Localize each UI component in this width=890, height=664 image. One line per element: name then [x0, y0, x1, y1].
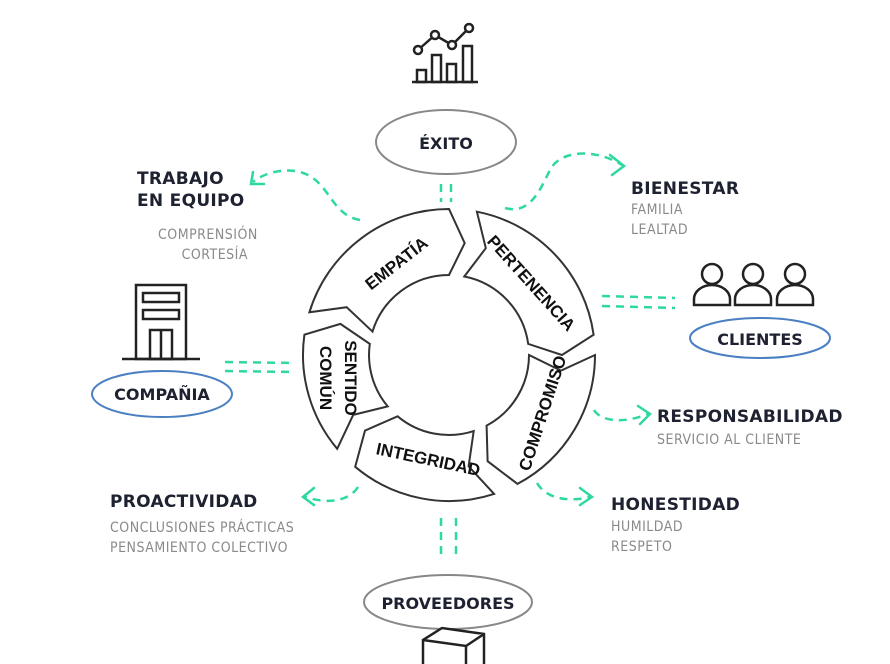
ring-segment-compromiso [485, 353, 597, 486]
value-bienestar-title: BIENESTAR [631, 179, 740, 199]
node-exito: ÉXITO [376, 128, 516, 158]
arrowheads [249, 153, 652, 507]
segment-comun: COMÚN [316, 346, 335, 410]
building-icon [122, 283, 200, 361]
ring-segment-empatia [307, 207, 466, 334]
connectors [224, 152, 676, 556]
compania-bubble-outline [91, 370, 233, 418]
value-honestidad-sub: HUMILDAD RESPETO [611, 517, 683, 557]
sub-item: CORTESÍA [181, 247, 248, 263]
sub-item: FAMILIA [631, 202, 683, 218]
exito-bubble-outline [375, 109, 517, 175]
value-responsabilidad-title: RESPONSABILIDAD [657, 407, 843, 427]
sub-item: PENSAMIENTO COLECTIVO [110, 540, 289, 556]
ring-segment-sentido-comun [302, 322, 390, 451]
sub-item: COMPRENSIÓN [158, 227, 258, 243]
ring-segment-integridad [354, 415, 496, 502]
compania-label: COMPAÑIA [114, 384, 210, 404]
trabajo-line1: TRABAJO [137, 169, 224, 189]
clientes-label: CLIENTES [717, 329, 803, 349]
sub-item: SERVICIO AL CLIENTE [657, 432, 802, 448]
value-responsabilidad-sub: SERVICIO AL CLIENTE [657, 430, 801, 450]
chart-growth-icon [412, 22, 478, 84]
node-clientes: CLIENTES [690, 326, 830, 352]
segment-sentido: SENTIDO [341, 340, 360, 416]
values-cycle-ring [302, 207, 597, 502]
sub-item: RESPETO [611, 539, 673, 555]
sub-item: HUMILDAD [611, 519, 684, 535]
ring-segment-pertenencia [462, 210, 595, 357]
exito-label: ÉXITO [419, 133, 473, 153]
proveedores-label: PROVEEDORES [381, 593, 515, 613]
users-group-icon [692, 262, 815, 307]
value-proactividad-title: PROACTIVIDAD [110, 492, 258, 512]
value-honestidad-title: HONESTIDAD [611, 495, 741, 515]
node-compania: COMPAÑIA [92, 381, 232, 407]
node-proveedores: PROVEEDORES [364, 590, 532, 616]
trabajo-line2: EN EQUIPO [137, 191, 245, 211]
value-trabajo-sub: COMPRENSIÓN CORTESÍA [158, 225, 258, 265]
value-bienestar-sub: FAMILIA LEALTAD [631, 200, 688, 240]
clientes-bubble-outline [689, 317, 831, 359]
sub-item: LEALTAD [631, 222, 689, 238]
value-proactividad-sub: CONCLUSIONES PRÁCTICAS PENSAMIENTO COLECT… [110, 518, 294, 558]
package-box-icon [421, 626, 486, 664]
sub-item: CONCLUSIONES PRÁCTICAS [110, 520, 295, 536]
